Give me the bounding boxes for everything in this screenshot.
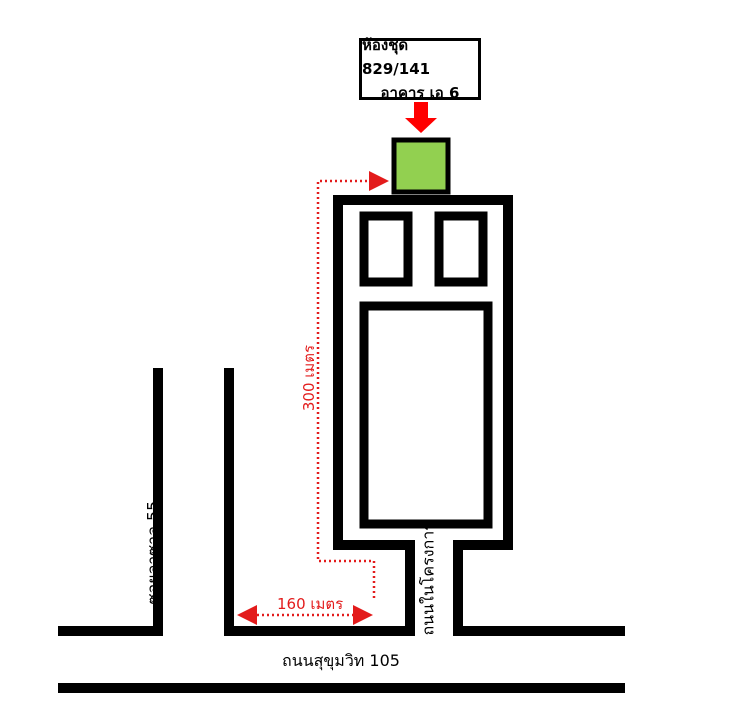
building-small-left — [359, 211, 413, 287]
distance-300-label: 300 เมตร — [300, 344, 318, 412]
unit-label-box: ห้องชุด 829/141 อาคาร เอ 6 — [359, 36, 481, 102]
building-large — [359, 301, 493, 529]
distance-route — [316, 171, 389, 598]
unit-number-label: ห้องชุด 829/141 — [362, 36, 431, 78]
soi-road — [153, 368, 234, 636]
main-road — [58, 626, 625, 693]
project-compound — [333, 195, 513, 636]
project-road-label: ถนนในโครงการ — [418, 522, 438, 636]
main-road-label: ถนนสุขุมวิท 105 — [282, 651, 400, 670]
target-unit-marker — [391, 137, 451, 195]
distance-160-label: 160 เมตร — [277, 595, 344, 613]
pointer-arrow — [405, 102, 437, 133]
building-name-label: อาคาร เอ 6 — [380, 84, 460, 102]
building-small-right — [434, 211, 488, 287]
soi-road-label: ซอยลาซาล 55 — [143, 500, 163, 605]
